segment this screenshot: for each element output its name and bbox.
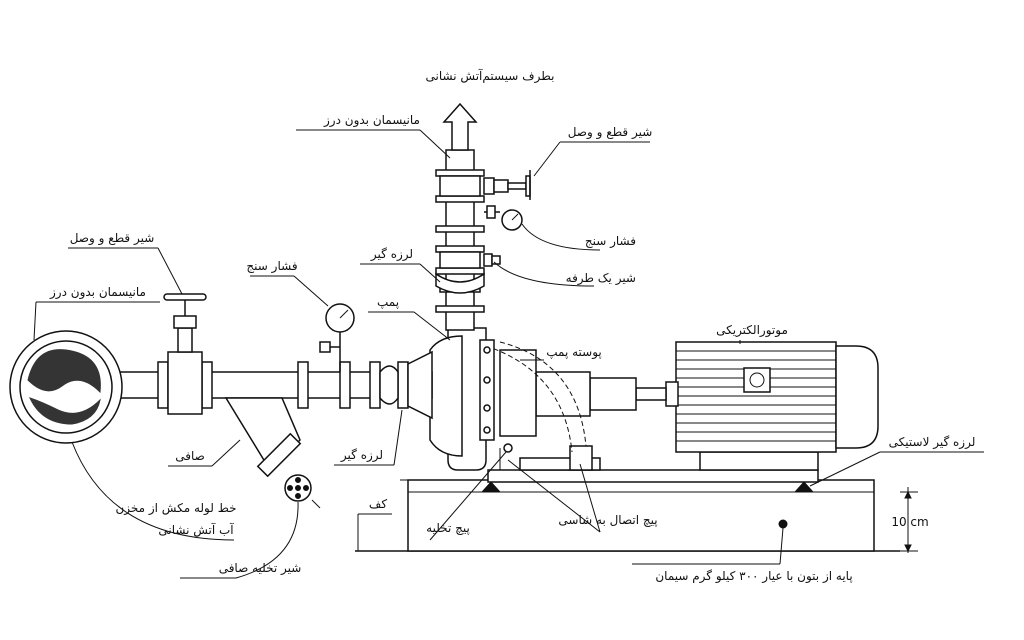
label-floor: کف (369, 497, 387, 511)
pump-baseplate (487, 445, 819, 483)
suction-pipe-cross-section (9, 330, 123, 444)
label-rubber-isolator: لرزه گیر لاستیکی (889, 435, 976, 450)
suction-gate-valve (163, 293, 207, 415)
discharge-pipe (442, 102, 478, 331)
label-check-valve: شیر یک طرفه (566, 271, 636, 286)
label-pressure-gauge-left: فشار سنج (246, 259, 297, 274)
label-pump: پمپ (377, 295, 399, 309)
label-strainer: صافی (175, 449, 205, 463)
electric-motor (635, 341, 879, 453)
label-vibration-isolator-top: لرزه گیر (370, 247, 413, 262)
label-drain-plug: پیچ تخلیه (426, 521, 470, 535)
label-gate-valve-left: شیر قطع و وصل (70, 231, 155, 246)
label-suction-line-2: آب آتش نشانی (158, 522, 234, 538)
strainer-drain-valve (284, 474, 321, 509)
pump-casing-outline (485, 341, 587, 453)
label-strainer-drain-valve: شیر تخلیه صافی (219, 561, 302, 576)
label-seamless-manifold-top: مانیسمان بدون درز (323, 113, 420, 128)
base-center-mark (778, 519, 788, 529)
top-pressure-gauge (484, 205, 523, 231)
label-seamless-manifold-left: مانیسمان بدون درز (49, 285, 146, 300)
label-suction-line-1: خط لوله مکش از مخزن (115, 501, 236, 516)
label-electric-motor: موتورالکتریکی (716, 323, 788, 338)
label-pressure-gauge-top: فشار سنج (585, 234, 636, 249)
leader-lines (33, 129, 984, 579)
strainer (224, 397, 302, 478)
label-chassis-bolt: پیچ اتصال به شاسی (558, 513, 657, 527)
label-dimension: 10 cm (891, 515, 928, 529)
label-pump-casing: پوسته پمپ (546, 345, 602, 360)
suction-pressure-gauge (319, 303, 355, 372)
dimension-marker (900, 487, 918, 553)
label-to-fire-system: بطرف سیستم‌آتش نشانی (426, 68, 555, 84)
label-vibration-isolator-bottom: لرزه گیر (340, 448, 383, 463)
label-concrete-base: پایه از بتون با عیار ۳۰۰ کیلو گرم سیمان (655, 569, 852, 584)
pump-drain-plug (499, 443, 513, 470)
rubber-isolator-pads (480, 481, 815, 493)
label-gate-valve-top: شیر قطع و وصل (568, 125, 653, 140)
pump-bearing-housing (499, 349, 637, 437)
pump-volute (429, 327, 495, 471)
discharge-flanges (435, 169, 485, 313)
top-gate-valve (483, 170, 531, 200)
check-valve-top (483, 253, 501, 267)
labels: بطرف سیستم‌آتش نشانی مانیسمان بدون درز ش… (49, 68, 975, 584)
